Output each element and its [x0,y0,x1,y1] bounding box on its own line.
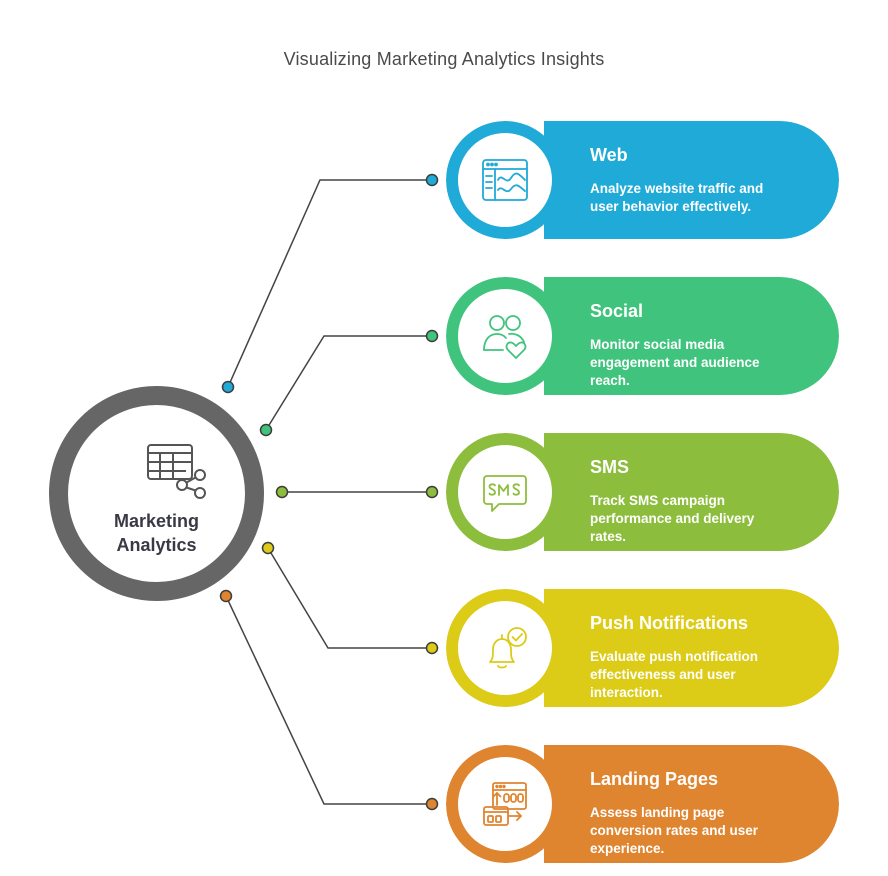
card-social: Social Monitor social media engagement a… [446,277,839,395]
hub-label-line2: Analytics [116,535,197,555]
connector-dot-web-card [425,173,439,187]
connector-dot-sms-hub [275,485,289,499]
card-description: Analyze website traffic and user behavio… [590,181,764,214]
page-title: Visualizing Marketing Analytics Insights [283,49,605,69]
card-description: Evaluate push notification effectiveness… [590,649,759,700]
hub-label: Marketing Analytics [68,509,245,557]
card-icon-ring [446,121,564,239]
card-icon-ring [446,745,564,863]
connector-dot-push-hub [261,541,275,555]
card-icon-ring [446,277,564,395]
card-landing-pages: Landing Pages Assess landing page conver… [446,745,839,863]
card-icon-ring [446,589,564,707]
connector-dot-sms-card [425,485,439,499]
connector-dot-landing-hub [219,589,233,603]
connector-dot-landing-card [425,797,439,811]
card-web: Web Analyze website traffic and user beh… [446,121,839,239]
card-icon-ring [446,433,564,551]
card-sms: SMS Track SMS campaign performance and d… [446,433,839,551]
connector-push [267,547,432,649]
card-panel [544,277,839,395]
connector-web [227,179,432,388]
card-title: Social [590,301,644,321]
card-title: Landing Pages [590,769,719,789]
connector-dot-social-card [425,329,439,343]
card-title: SMS [590,457,630,477]
hub-marketing-analytics: Marketing Analytics [49,386,264,601]
card-panel [544,121,839,239]
browser-chart-icon [482,159,528,201]
connector-dot-social-hub [259,423,273,437]
card-title: Web [590,145,628,165]
bell-check-icon [489,627,527,669]
card-description: Track SMS campaign performance and deliv… [590,493,755,544]
sms-bubble-icon [483,475,527,512]
card-push-notifications: Push Notifications Evaluate push notific… [446,589,839,707]
landing-page-icon [483,782,527,826]
card-description: Monitor social media engagement and audi… [590,337,760,388]
connector-landing [225,595,432,805]
connector-dot-web-hub [221,380,235,394]
card-panel [544,745,839,863]
users-heart-icon [483,315,527,359]
connector-dot-push-card [425,641,439,655]
card-description: Assess landing page conversion rates and… [590,805,759,856]
connector-social [265,335,432,431]
card-title: Push Notifications [590,613,749,633]
hub-label-line1: Marketing [113,511,200,531]
table-share-icon [147,444,206,499]
card-panel [544,589,839,707]
card-panel [544,433,839,551]
